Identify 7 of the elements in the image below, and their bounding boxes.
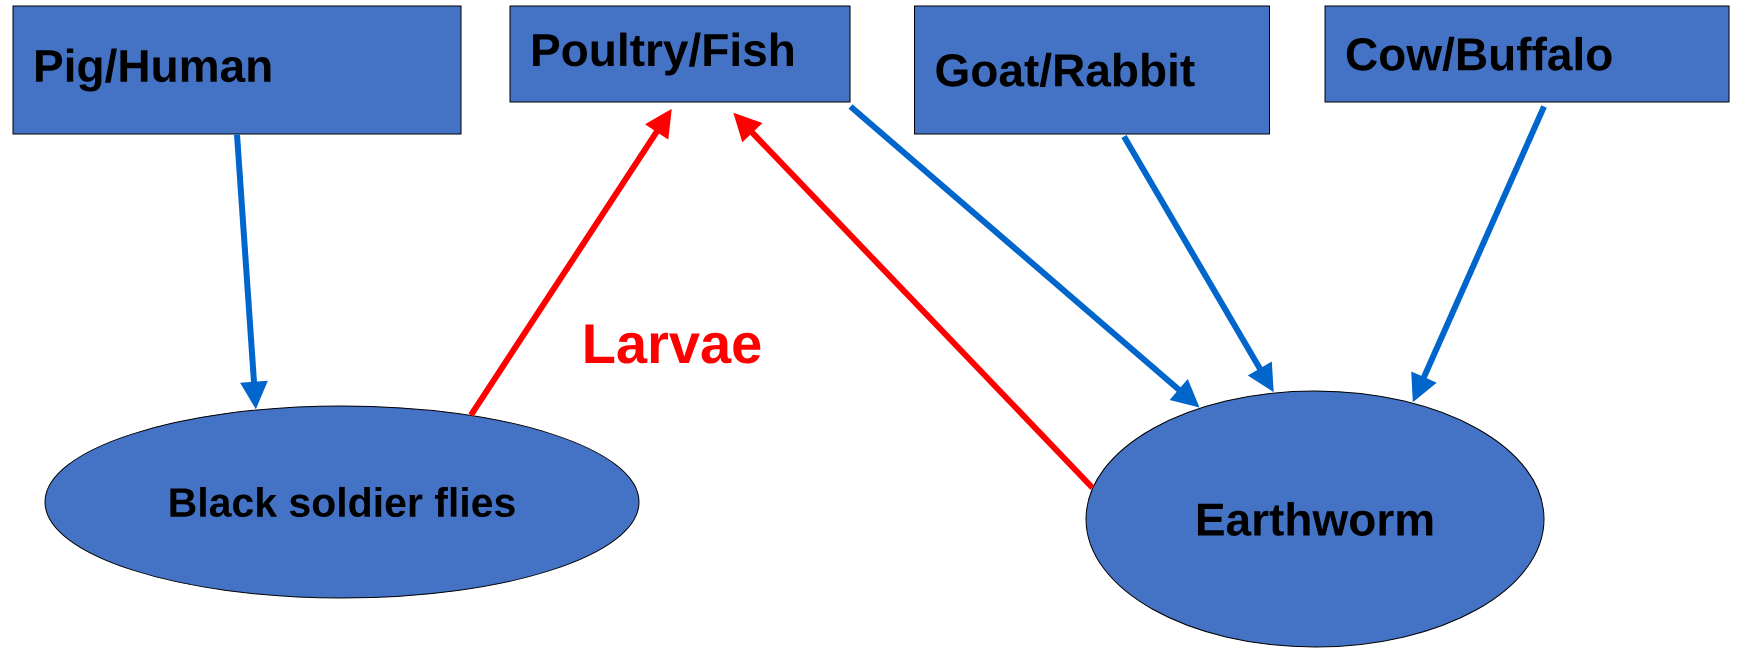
box: Goat/Rabbit xyxy=(914,5,1270,135)
box: Cow/Buffalo xyxy=(1324,5,1730,103)
oval: Earthworm xyxy=(1085,390,1545,648)
box: Pig/Human xyxy=(12,5,462,135)
box: Poultry/Fish xyxy=(509,5,851,103)
oval: Black soldier flies xyxy=(44,405,640,599)
edge-label: Larvae xyxy=(579,322,765,366)
